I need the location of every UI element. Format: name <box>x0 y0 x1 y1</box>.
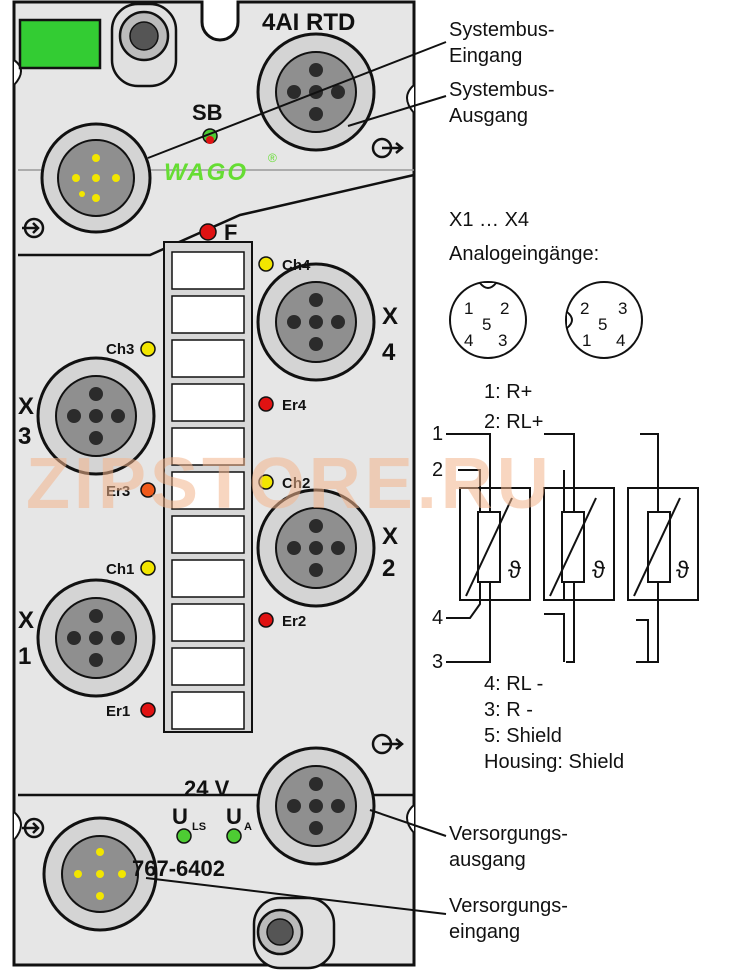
wiring-pin-r-minus: 3: R - <box>484 699 533 721</box>
pinout-left: 1 2 5 4 3 <box>449 281 527 359</box>
x1-connector <box>36 578 156 698</box>
theta-icon: ϑ <box>676 557 689 584</box>
module-title: 4AI RTD <box>262 9 355 36</box>
callout-versorgungs-eingang-1: Versorgungs- <box>449 895 568 917</box>
supply-out-connector <box>256 746 376 866</box>
theta-icon: ϑ <box>508 557 521 584</box>
pinout-left-pin: 2 <box>500 299 509 318</box>
x4-letter: X <box>382 303 398 330</box>
supply-in-connector <box>42 816 158 932</box>
u-a-led <box>226 828 242 844</box>
wire-label-1: 1 <box>432 423 443 445</box>
bottom-screw-icon <box>252 896 336 970</box>
ch4-label: Ch4 <box>282 257 311 274</box>
analog-heading-inputs: Analogeingänge: <box>449 243 599 265</box>
pinout-right-pin: 5 <box>598 315 607 334</box>
supply-in-arrow-icon <box>22 817 45 839</box>
callout-systembus-ausgang-1: Systembus- <box>449 79 555 101</box>
part-number: 767-6402 <box>132 856 225 881</box>
ch1-led <box>140 560 156 576</box>
voltage-label: 24 V <box>184 776 230 801</box>
fault-led <box>199 223 217 241</box>
x2-number: 2 <box>382 555 395 582</box>
er1-led <box>140 702 156 718</box>
callout-versorgungs-ausgang-2: ausgang <box>449 849 526 871</box>
label-plate <box>18 18 102 70</box>
x1-number: 1 <box>18 643 31 670</box>
x4-connector <box>256 262 376 382</box>
ch3-label: Ch3 <box>106 341 134 358</box>
wago-logo: WAGO <box>164 159 248 186</box>
x1-letter: X <box>18 607 34 634</box>
watermark-text: ZIPSTORE.RU <box>26 444 553 524</box>
x2-connector <box>256 488 376 608</box>
pinout-right: 2 3 5 1 4 <box>565 281 643 359</box>
fault-label: F <box>224 220 237 245</box>
callout-line-bus-in <box>147 41 447 159</box>
marker-strip <box>163 241 253 733</box>
wiring-pin-rl-plus: 2: RL+ <box>484 411 543 433</box>
rtd-wiring-schematic <box>446 433 699 663</box>
wire-label-3: 3 <box>432 651 443 673</box>
bus-out-arrow-icon <box>371 137 404 159</box>
sb-label: SB <box>192 100 223 125</box>
wiring-housing: Housing: Shield <box>484 751 624 773</box>
ch3-led <box>140 341 156 357</box>
u-ls-label: U <box>172 804 188 829</box>
pinout-left-pin: 5 <box>482 315 491 334</box>
wiring-pin-rl-minus: 4: RL - <box>484 673 543 695</box>
top-screw-icon <box>110 2 178 88</box>
ch4-led <box>258 256 274 272</box>
theta-icon: ϑ <box>592 557 605 584</box>
er4-led <box>258 396 274 412</box>
u-a-label: U <box>226 804 242 829</box>
u-ls-subscript: LS <box>192 821 206 833</box>
pinout-left-pin: 3 <box>498 331 507 350</box>
u-ls-led <box>176 828 192 844</box>
x3-connector <box>36 356 156 476</box>
wire-label-2: 2 <box>432 459 443 481</box>
pinout-right-pin: 4 <box>616 331 625 350</box>
callout-versorgungs-eingang-2: eingang <box>449 921 520 943</box>
wiring-pin-shield: 5: Shield <box>484 725 562 747</box>
ch1-label: Ch1 <box>106 561 134 578</box>
sb-led-red <box>206 136 214 144</box>
callout-systembus-eingang-2: Eingang <box>449 45 522 67</box>
er3-led <box>140 482 156 498</box>
analog-heading-connectors: X1 … X4 <box>449 209 529 231</box>
ch2-label: Ch2 <box>282 475 310 492</box>
u-a-subscript: A <box>244 821 252 833</box>
er3-label: Er3 <box>106 483 130 500</box>
callout-line-supply-out <box>369 809 447 837</box>
pinout-right-pin: 2 <box>580 299 589 318</box>
pinout-right-pin: 3 <box>618 299 627 318</box>
callout-line-supply-in <box>145 877 447 915</box>
bus-in-arrow-icon <box>22 217 45 239</box>
registered-mark: ® <box>268 151 277 165</box>
callout-line-bus-out <box>347 95 447 127</box>
wire-label-4: 4 <box>432 607 443 629</box>
callout-systembus-eingang-1: Systembus- <box>449 19 555 41</box>
x2-letter: X <box>382 523 398 550</box>
er2-led <box>258 612 274 628</box>
pinout-right-pin: 1 <box>582 331 591 350</box>
wiring-pin-r-plus: 1: R+ <box>484 381 532 403</box>
er1-label: Er1 <box>106 703 130 720</box>
er2-label: Er2 <box>282 613 306 630</box>
er4-label: Er4 <box>282 397 307 414</box>
pinout-left-pin: 4 <box>464 331 473 350</box>
x3-letter: X <box>18 393 34 420</box>
supply-out-arrow-icon <box>371 733 404 755</box>
callout-systembus-ausgang-2: Ausgang <box>449 105 528 127</box>
x4-number: 4 <box>382 339 396 366</box>
x3-number: 3 <box>18 423 31 450</box>
pinout-left-pin: 1 <box>464 299 473 318</box>
callout-versorgungs-ausgang-1: Versorgungs- <box>449 823 568 845</box>
systembus-in-connector <box>40 122 152 234</box>
ch2-led <box>258 474 274 490</box>
